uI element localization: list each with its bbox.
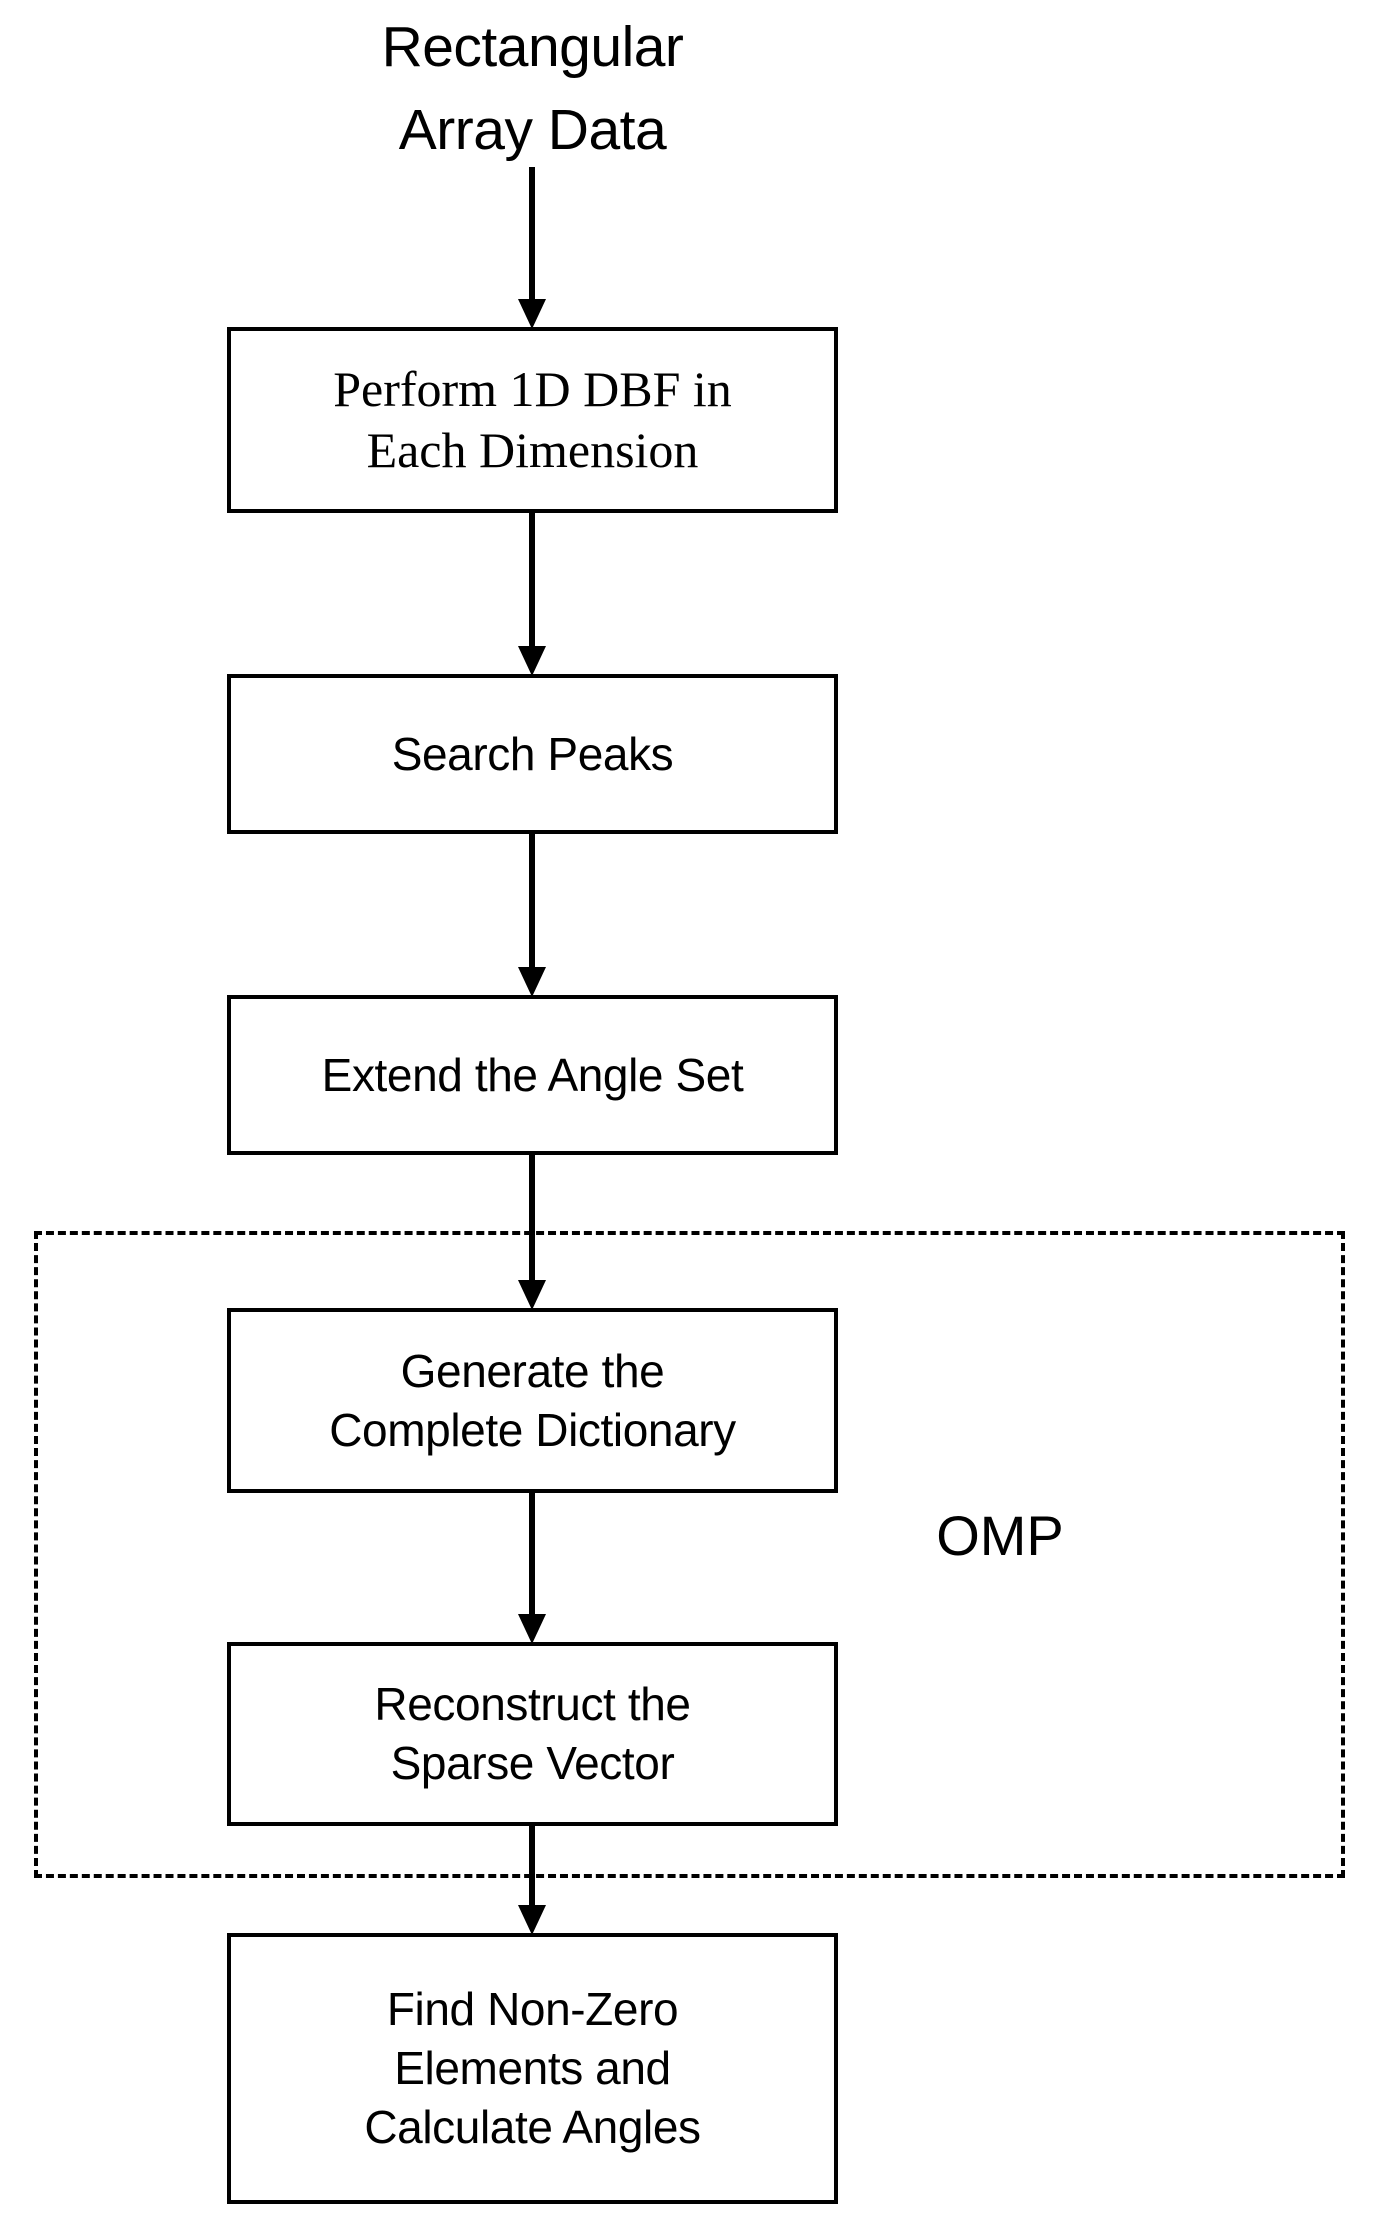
flow-node-peaks[interactable]: Search Peaks — [227, 674, 838, 834]
flow-node-input-label: Rectangular Array Data — [381, 15, 684, 162]
flow-arrow-peaks-to-extend — [518, 834, 546, 997]
flow-node-input: Rectangular Array Data — [227, 6, 838, 171]
flow-group-omp-label: OMP — [936, 1504, 1064, 1567]
flow-node-dbf[interactable]: Perform 1D DBF in Each Dimension — [227, 327, 838, 513]
flow-node-sparse-label: Reconstruct the Sparse Vector — [374, 1678, 691, 1789]
flow-node-findnz[interactable]: Find Non-Zero Elements and Calculate Ang… — [227, 1933, 838, 2204]
arrow-stem — [529, 1155, 535, 1280]
flow-node-sparse[interactable]: Reconstruct the Sparse Vector — [227, 1642, 838, 1826]
arrow-stem — [529, 1826, 535, 1905]
flow-arrow-input-to-dbf — [518, 167, 546, 329]
flow-node-dictionary[interactable]: Generate the Complete Dictionary — [227, 1308, 838, 1493]
arrow-head-icon — [518, 1905, 546, 1935]
arrow-head-icon — [518, 646, 546, 676]
arrow-head-icon — [518, 967, 546, 997]
arrow-stem — [529, 513, 535, 646]
arrow-head-icon — [518, 1280, 546, 1310]
flow-arrow-sparse-to-findnz — [518, 1826, 546, 1935]
flow-node-extend[interactable]: Extend the Angle Set — [227, 995, 838, 1155]
flow-node-extend-label: Extend the Angle Set — [321, 1048, 744, 1101]
flow-arrow-dictionary-to-sparse — [518, 1493, 546, 1644]
arrow-head-icon — [518, 1614, 546, 1644]
arrow-head-icon — [518, 299, 546, 329]
flow-node-peaks-label: Search Peaks — [391, 727, 674, 780]
flow-arrow-dbf-to-peaks — [518, 513, 546, 676]
flow-arrow-extend-to-dictionary — [518, 1155, 546, 1310]
arrow-stem — [529, 1493, 535, 1614]
arrow-stem — [529, 834, 535, 967]
flow-node-dictionary-label: Generate the Complete Dictionary — [329, 1344, 736, 1456]
flow-node-dbf-label: Perform 1D DBF in Each Dimension — [333, 361, 732, 478]
flow-node-findnz-label: Find Non-Zero Elements and Calculate Ang… — [364, 1983, 701, 2153]
arrow-stem — [529, 167, 535, 299]
